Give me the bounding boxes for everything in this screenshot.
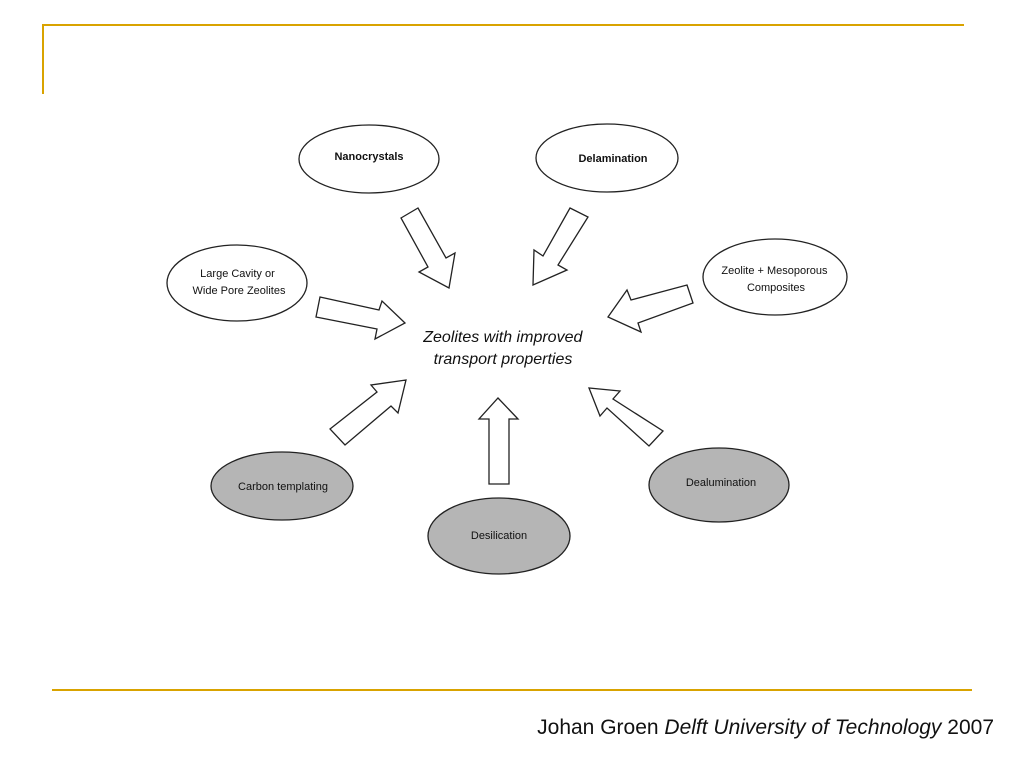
arrow-zeolite-mesoporous	[607, 284, 694, 334]
label-zeolite-mesoporous: Zeolite + Mesoporous Composites	[721, 265, 830, 294]
node-zeolite-mesoporous	[702, 238, 848, 316]
slide-frame-left	[42, 24, 44, 94]
slide-frame-top	[42, 24, 964, 26]
node-carbon-templating	[210, 451, 354, 521]
arrow-dealumination	[588, 387, 665, 447]
arrow-nanocrystals	[400, 207, 456, 289]
arrow-large-cavity	[315, 296, 407, 341]
center-label: Zeolites with improved transport propert…	[422, 329, 587, 368]
footer-author: Johan Groen	[537, 716, 659, 739]
node-delamination	[535, 123, 679, 193]
footer-divider	[52, 689, 972, 691]
node-large-cavity	[166, 244, 308, 322]
footer-credit: Johan Groen Delft University of Technolo…	[537, 716, 994, 740]
label-large-cavity: Large Cavity or Wide Pore Zeolites	[193, 268, 286, 297]
node-nanocrystals	[298, 124, 440, 194]
label-carbon-templating: Carbon templating	[238, 481, 328, 493]
arrow-carbon-templating	[329, 379, 407, 446]
footer-year: 2007	[947, 716, 994, 739]
arrow-desilication	[477, 397, 520, 485]
label-nanocrystals: Nanocrystals	[334, 151, 403, 163]
node-desilication	[427, 497, 571, 575]
label-delamination: Delamination	[578, 153, 647, 165]
label-desilication: Desilication	[471, 530, 527, 542]
footer-institution: Delft University of Technology	[664, 716, 942, 739]
arrow-delamination	[532, 207, 589, 287]
node-dealumination	[648, 447, 790, 523]
label-dealumination: Dealumination	[686, 477, 756, 489]
